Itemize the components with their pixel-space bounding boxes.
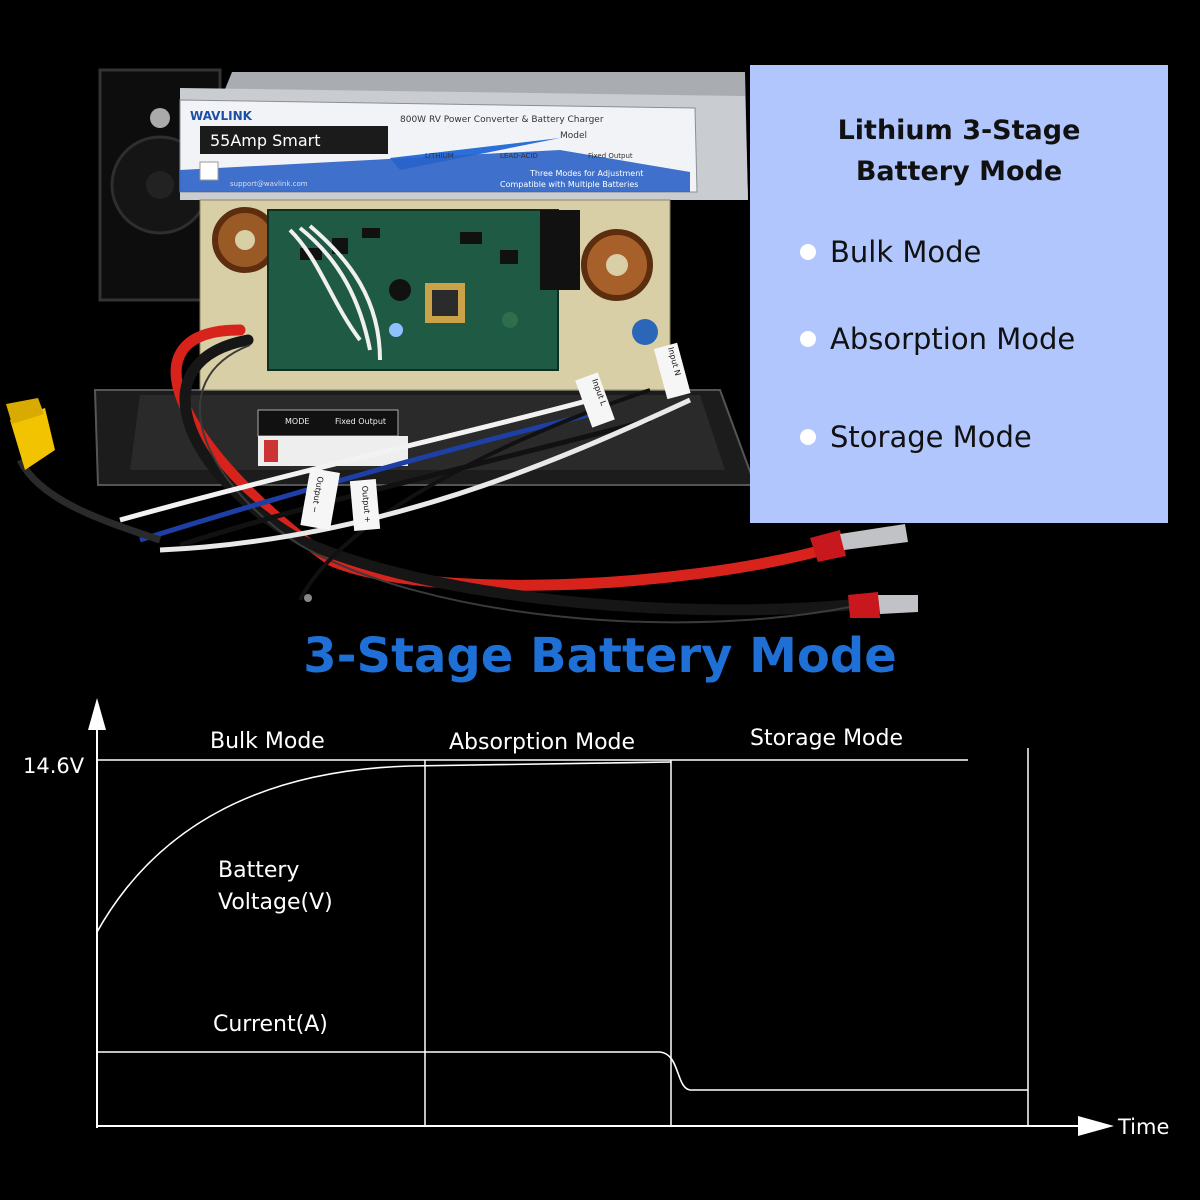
panel-title-line1: Lithium 3-Stage <box>837 115 1081 146</box>
inductor-coil-icon <box>212 207 278 273</box>
model-label: Model <box>560 131 587 141</box>
mode-table-sticker <box>257 409 399 437</box>
panel-item-absorption: Absorption Mode <box>800 322 1075 356</box>
main-heading: 3-Stage Battery Mode <box>303 628 897 684</box>
ytick-14-6v: 14.6V <box>23 754 85 778</box>
product-label: WAVLINK 55Amp Smart 800W RV Power Conver… <box>179 99 698 193</box>
note-line2: Compatible with Multiple Batteries <box>500 180 638 189</box>
panel-item-label: Storage Mode <box>830 420 1032 454</box>
brand-logo: WAVLINK <box>190 109 253 123</box>
series-label-voltage-line: Voltage(V) <box>218 890 333 915</box>
x-axis-arrow-icon <box>1078 1116 1114 1136</box>
panel-item-label: Bulk Mode <box>830 235 982 269</box>
mode-lithium: LITHIUM <box>425 152 454 160</box>
panel-item-storage: Storage Mode <box>800 420 1032 454</box>
tag-text-output-plus: Output + <box>360 485 372 523</box>
series-label-current: Current(A) <box>213 1012 328 1037</box>
red-terminal-lug <box>810 524 908 562</box>
stage-label-storage: Storage Mode <box>750 726 903 751</box>
info-panel: Lithium 3-Stage Battery Mode Bulk Mode A… <box>750 65 1168 523</box>
badge-text: 55Amp Smart <box>210 131 321 150</box>
control-board <box>267 209 580 371</box>
wire-nut-icon <box>6 398 55 470</box>
y-axis-arrow-icon <box>88 698 106 730</box>
bullet-dot-icon <box>800 331 816 347</box>
support-line: support@wavlink.com <box>230 180 308 188</box>
panel-title-line2: Battery Mode <box>855 156 1063 187</box>
panel-item-bulk: Bulk Mode <box>800 235 981 269</box>
note-line1: Three Modes for Adjustment <box>529 169 643 178</box>
wire-tag-output-minus: Output − <box>300 467 340 531</box>
header-line: 800W RV Power Converter & Battery Charge… <box>400 115 604 125</box>
series-label-voltage-line: Battery <box>218 858 299 883</box>
stage-label-absorption: Absorption Mode <box>449 730 635 755</box>
wire-tag-input-n: Input N <box>653 342 691 400</box>
mode-lead-acid: LEAD-ACID <box>500 152 538 160</box>
fixed-label: Fixed Output <box>335 417 386 426</box>
stage-label-bulk: Bulk Mode <box>210 729 325 754</box>
mode-fixed: Fixed Output <box>588 152 633 160</box>
bullet-dot-icon <box>800 429 816 445</box>
mode-label: MODE <box>285 417 309 426</box>
capacitor-icon <box>632 319 658 345</box>
panel-item-label: Absorption Mode <box>830 322 1076 356</box>
charging-stage-chart: 14.6V Bulk Mode Absorption Mode Storage … <box>23 698 1169 1139</box>
current-curve <box>97 1051 1028 1091</box>
toroid-coil-icon <box>581 229 653 301</box>
bullet-dot-icon <box>800 244 816 260</box>
product-photo: WAVLINK 55Amp Smart 800W RV Power Conver… <box>6 68 918 624</box>
wire-tag-output-plus: Output + <box>349 478 381 532</box>
red-terminal-lug-2 <box>848 592 918 618</box>
voltage-curve <box>96 761 672 933</box>
x-axis-label-time: Time <box>1117 1115 1169 1139</box>
